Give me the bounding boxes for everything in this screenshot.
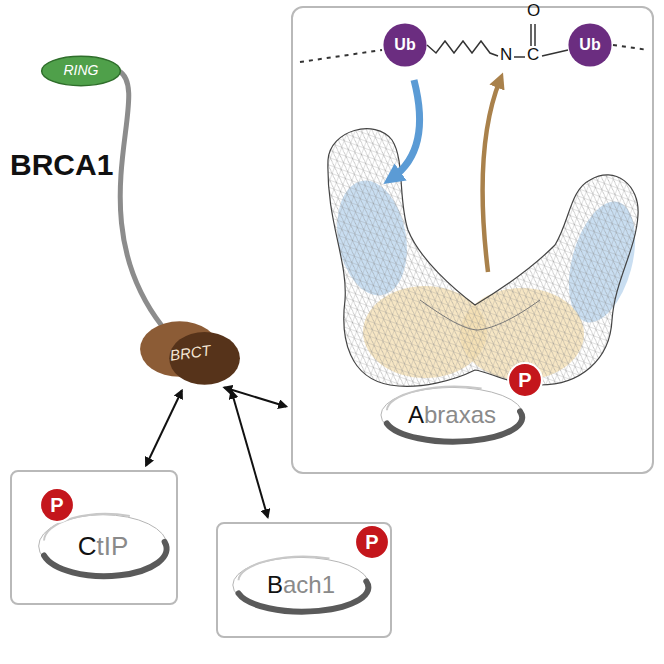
atom-label: N bbox=[500, 46, 512, 65]
phospho-circle bbox=[355, 525, 389, 559]
lysine-chain bbox=[427, 41, 498, 56]
protein-ellipse bbox=[233, 557, 369, 612]
phospho-circle bbox=[508, 363, 542, 397]
node-text: P bbox=[518, 369, 531, 391]
node-text: P bbox=[365, 531, 378, 553]
ub-circle bbox=[383, 23, 426, 66]
abraxas-panel: Ub UbAbraxas P bbox=[291, 6, 654, 474]
ring-ellipse bbox=[42, 56, 121, 85]
protein-ellipse bbox=[39, 515, 168, 578]
brct-repeat bbox=[169, 332, 240, 385]
bach1-protein: Bach1 bbox=[230, 555, 372, 615]
catalysis-arrow bbox=[483, 80, 500, 272]
atom-label: C bbox=[527, 46, 539, 65]
ub-circle bbox=[568, 23, 611, 66]
protein-ellipse bbox=[381, 387, 523, 442]
node-text: RING bbox=[64, 63, 99, 78]
node-text: Ub bbox=[394, 36, 415, 54]
ring-domain: RING bbox=[40, 55, 122, 87]
brct-domain: BRCT bbox=[138, 320, 242, 386]
phospho-circle bbox=[40, 488, 74, 522]
node-text: P bbox=[50, 494, 63, 516]
node-text: CtIP bbox=[78, 532, 129, 561]
ubiquitin: Ub bbox=[568, 23, 612, 67]
node-text: Abraxas bbox=[408, 402, 496, 428]
bach1-panel: Bach1 P bbox=[216, 522, 392, 638]
ubiquitin: Ub bbox=[383, 23, 427, 67]
phospho-mark: P bbox=[354, 524, 390, 560]
bond bbox=[514, 56, 525, 58]
phospho-mark: P bbox=[507, 362, 543, 398]
atom-label: O bbox=[527, 2, 540, 21]
bond bbox=[542, 50, 568, 56]
abraxas-protein: Abraxas bbox=[378, 385, 526, 445]
linker-chain bbox=[119, 71, 162, 326]
node-text: Ub bbox=[579, 36, 600, 54]
double-bond bbox=[534, 24, 536, 46]
ctip-panel: CtIP P bbox=[10, 470, 178, 605]
phospho-mark: P bbox=[39, 487, 75, 523]
double-bond bbox=[530, 24, 532, 46]
em-density-ridge bbox=[420, 300, 540, 330]
node-text: Bach1 bbox=[267, 572, 335, 598]
chain-dash bbox=[613, 45, 648, 50]
binding-arrow bbox=[392, 80, 420, 178]
interaction-arrow bbox=[146, 391, 182, 466]
chain-dash bbox=[300, 50, 382, 62]
interaction-arrow bbox=[231, 391, 267, 517]
protein-name: BRCA1 bbox=[10, 148, 113, 181]
